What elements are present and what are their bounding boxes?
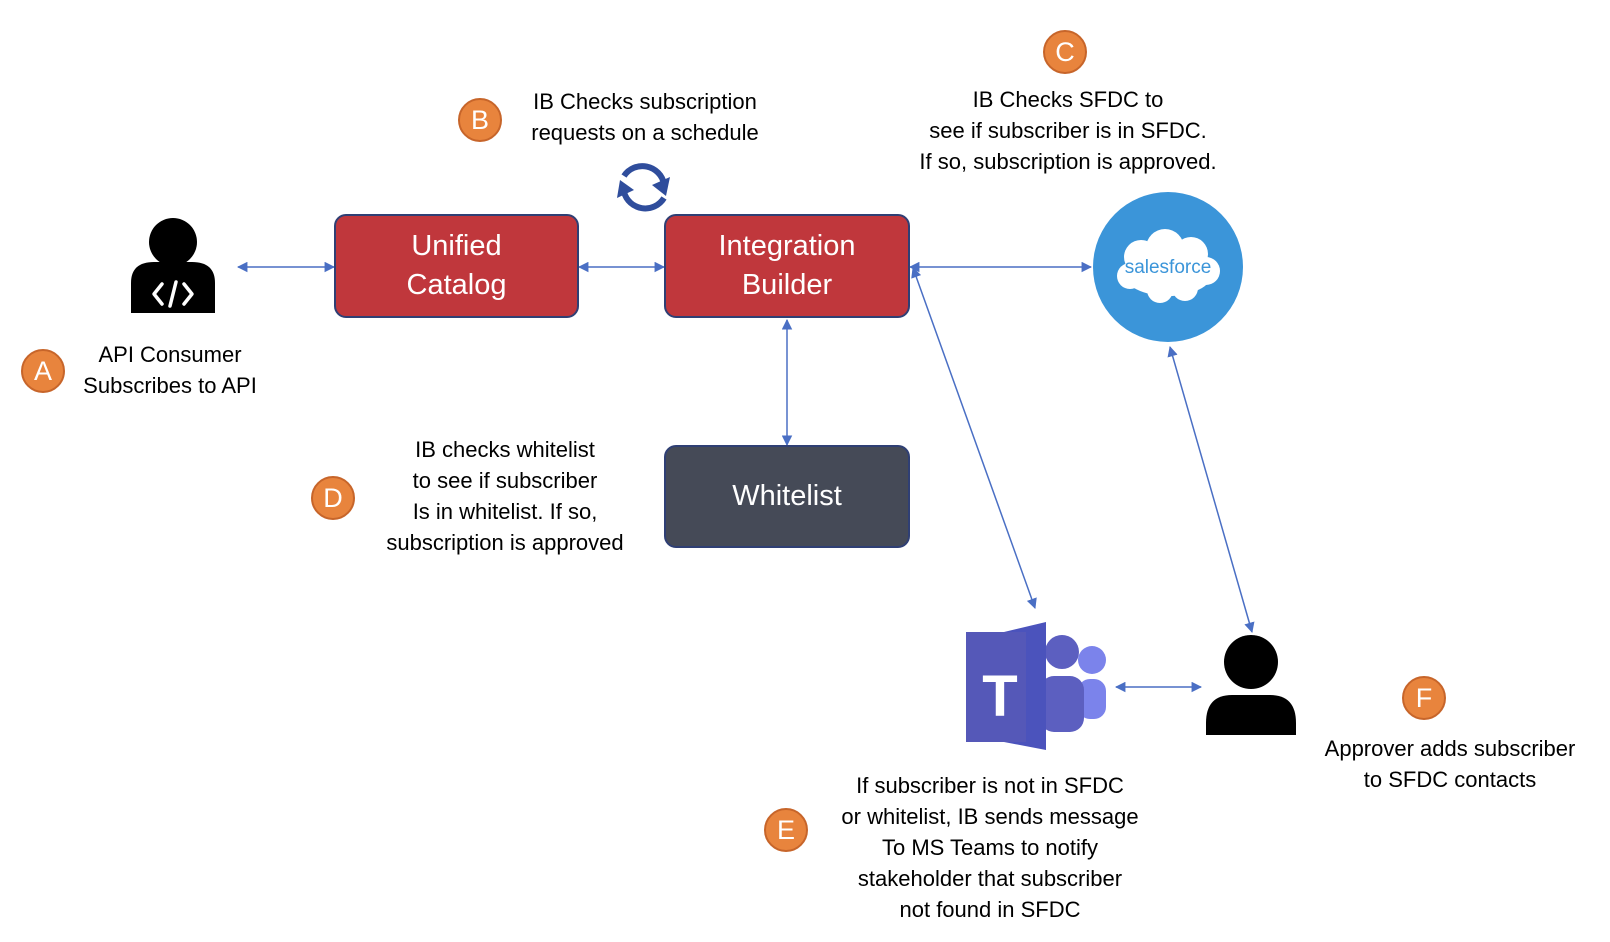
unified-catalog-box: Unified Catalog: [334, 214, 579, 318]
arrow-builder-teams: [911, 267, 1037, 609]
arrow-salesforce-approver: [1167, 345, 1255, 634]
step-badge-e: E: [764, 808, 808, 852]
salesforce-logo-text: salesforce: [1125, 257, 1212, 278]
step-b-label: IB Checks subscription requests on a sch…: [531, 89, 759, 145]
step-badge-c: C: [1043, 30, 1087, 74]
step-d-label: IB checks whitelist to see if subscriber…: [386, 437, 624, 555]
step-a-label: API Consumer Subscribes to API: [83, 342, 257, 398]
salesforce-cloud-icon: salesforce: [1093, 192, 1243, 342]
step-badge-d: D: [311, 476, 355, 520]
whitelist-box: Whitelist: [664, 445, 910, 548]
refresh-cycle-icon: [617, 163, 670, 212]
step-f-label: Approver adds subscriber to SFDC contact…: [1324, 736, 1576, 792]
microsoft-teams-icon: T: [966, 622, 1106, 750]
developer-person-icon: [131, 218, 215, 313]
step-c-label: IB Checks SFDC to see if subscriber is i…: [919, 87, 1217, 174]
step-badge-b: B: [458, 98, 502, 142]
teams-logo-letter: T: [982, 664, 1017, 729]
step-badge-f: F: [1402, 676, 1446, 720]
person-icon: [1206, 635, 1296, 735]
step-badge-a: A: [21, 349, 65, 393]
integration-builder-box: Integration Builder: [664, 214, 910, 318]
step-e-label: If subscriber is not in SFDC or whitelis…: [841, 773, 1139, 922]
